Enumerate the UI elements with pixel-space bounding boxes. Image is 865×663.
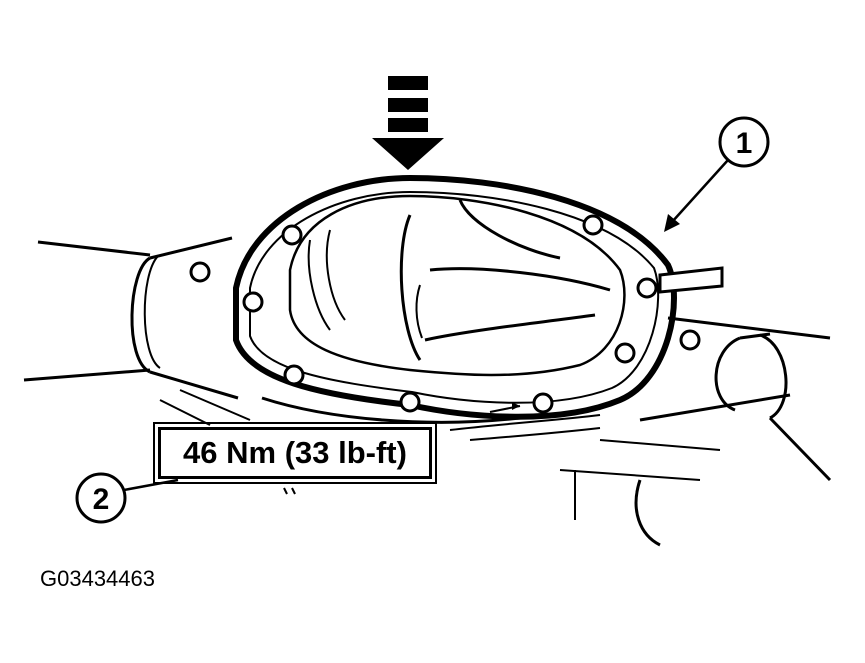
left-axle-tube [23, 236, 251, 426]
callout-2-number: 2 [93, 483, 110, 516]
bolt [636, 277, 658, 299]
callout-1-number: 1 [736, 127, 753, 160]
bolt [281, 224, 303, 246]
bolt [614, 342, 636, 364]
bolt [532, 392, 554, 414]
callout-2: 2 [75, 472, 179, 524]
bolt [283, 364, 305, 386]
right-axle-tube [559, 316, 832, 547]
cover-bolts [189, 214, 701, 414]
bolt [242, 291, 264, 313]
figure-id: G03434463 [40, 566, 155, 591]
bolt [189, 261, 211, 283]
callout-1: 1 [664, 116, 770, 232]
bolt [679, 329, 701, 351]
bolt [582, 214, 604, 236]
bolt [399, 391, 421, 413]
tick-marks [283, 487, 296, 495]
torque-spec-label: 46 Nm (33 lb-ft) [153, 422, 437, 484]
down-arrow-icon [372, 76, 444, 170]
differential-cover [233, 174, 677, 441]
vent-tube [658, 266, 724, 294]
